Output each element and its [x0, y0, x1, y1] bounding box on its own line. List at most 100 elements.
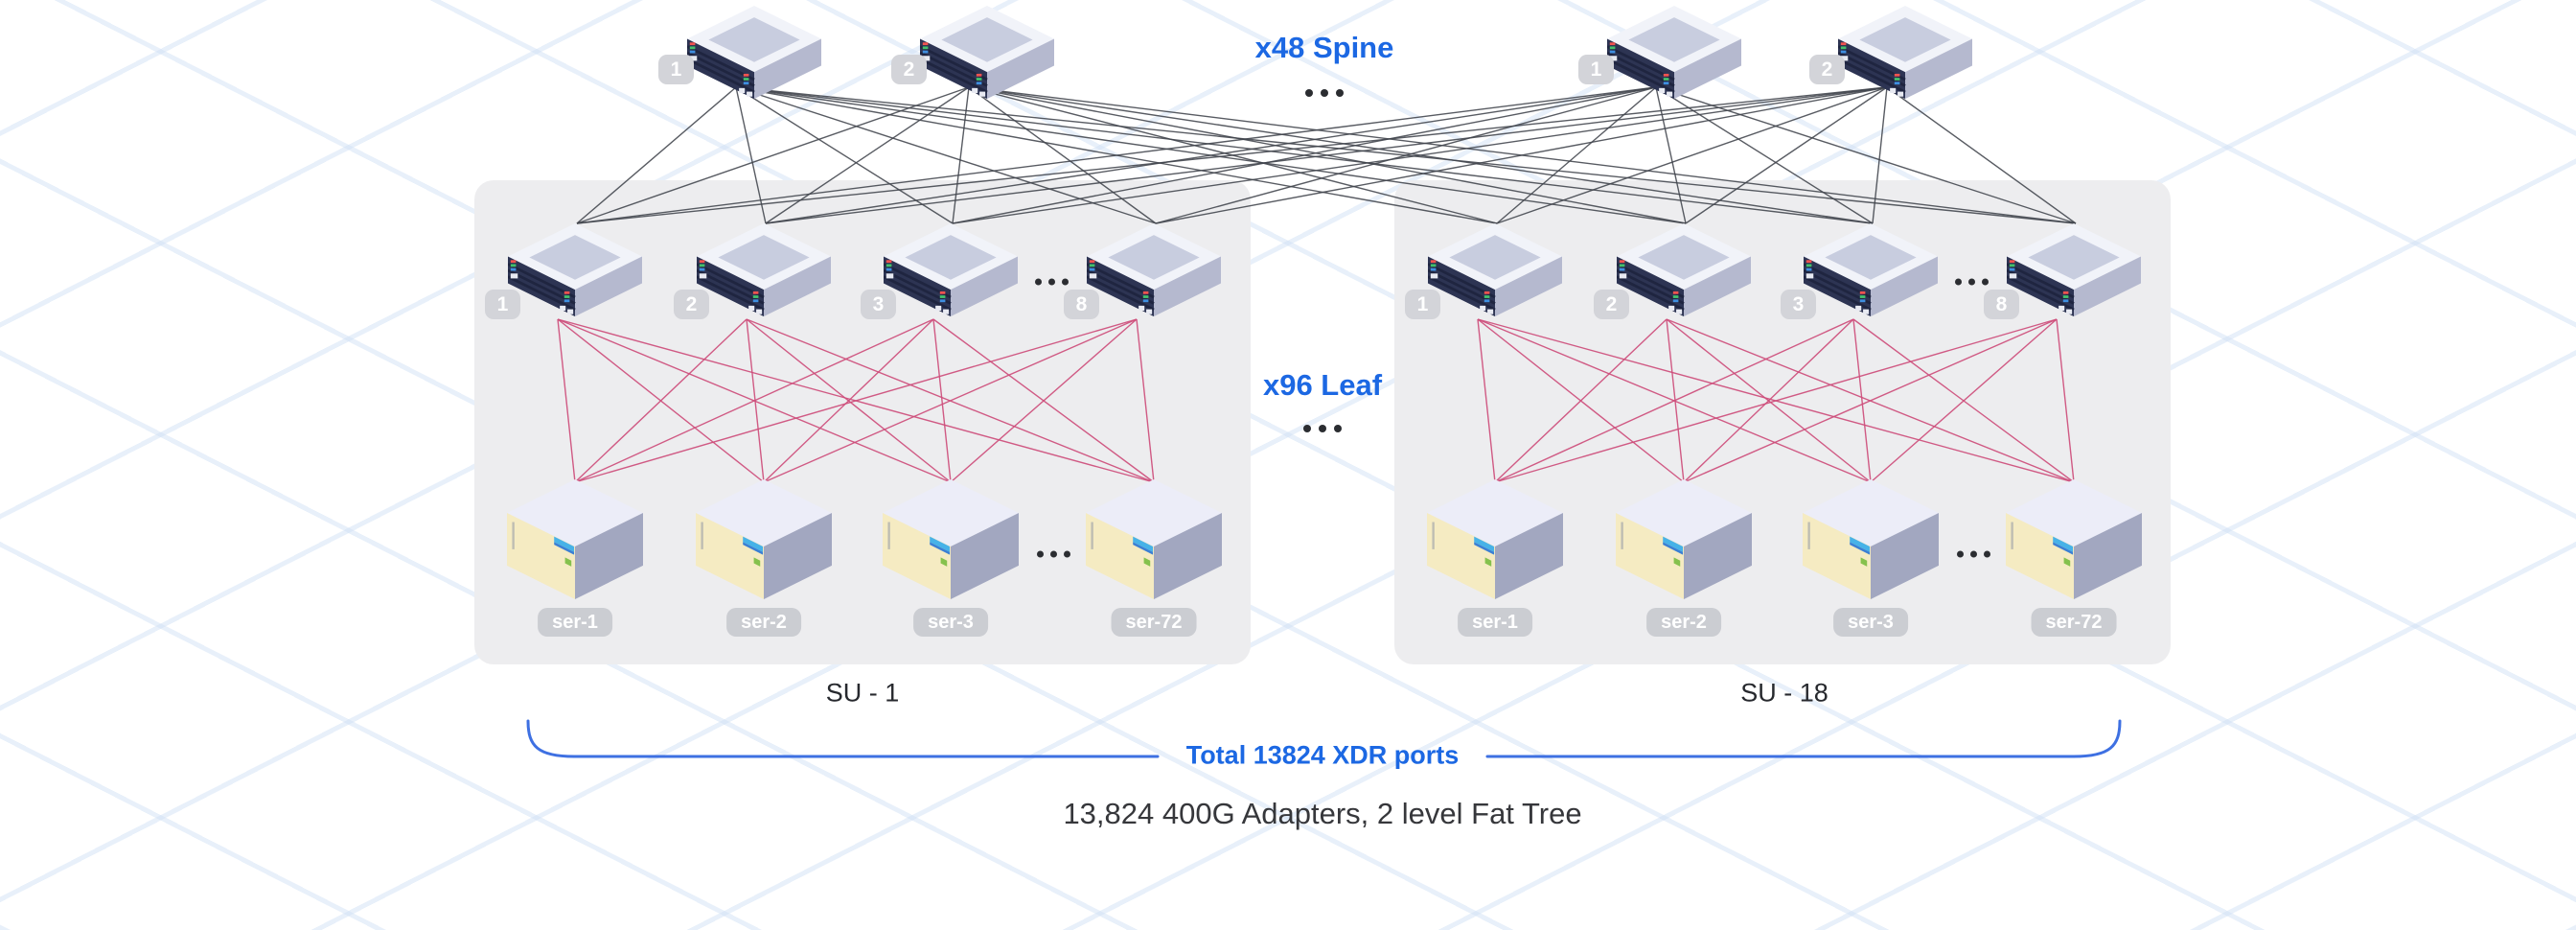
leaf-row-ellipsis-icon — [1951, 278, 1991, 286]
network-switch-icon — [687, 6, 821, 100]
switch-number-badge: 2 — [891, 55, 927, 84]
dot — [1061, 278, 1069, 286]
link-line — [1496, 86, 1657, 224]
dot — [1336, 89, 1344, 97]
bracket-path — [526, 719, 2122, 758]
link-line — [574, 318, 1138, 483]
leaf-section-ellipsis-icon — [1300, 425, 1346, 432]
link-line — [576, 86, 1657, 224]
link-line — [952, 86, 1888, 224]
dot — [1967, 278, 1975, 286]
network-switch-icon — [1087, 223, 1221, 317]
link-line — [1655, 86, 1874, 224]
switch-number-badge: 3 — [861, 290, 896, 319]
link-line — [1655, 86, 1687, 224]
dot — [1036, 550, 1044, 558]
dot — [1954, 278, 1962, 286]
switch-number-badge: 1 — [1578, 55, 1614, 84]
link-line — [1685, 86, 1888, 224]
su-caption-1: SU - 1 — [825, 678, 900, 708]
su-caption-18: SU - 18 — [1740, 678, 1828, 708]
dot — [1969, 550, 1977, 558]
network-switch-icon — [697, 223, 831, 317]
server-label-badge: ser-2 — [726, 608, 801, 637]
spine-switch-node: 1 — [658, 6, 821, 100]
link-line — [1494, 318, 2058, 483]
link-line — [763, 318, 934, 483]
server-node: ser-1 — [1427, 479, 1563, 637]
link-line — [1872, 86, 1888, 224]
link-line — [1155, 86, 1657, 224]
link-line — [1136, 318, 1155, 483]
leaf-row-ellipsis-icon — [1031, 278, 1071, 286]
switch-number-badge: 1 — [1405, 290, 1440, 319]
server-icon — [1803, 479, 1939, 599]
spine-ellipsis-icon — [1301, 89, 1347, 97]
leaf-switch-node: 3 — [861, 223, 1018, 319]
server-icon — [1086, 479, 1222, 599]
server-label-badge: ser-1 — [538, 608, 612, 637]
link-line — [735, 86, 1157, 224]
dot — [1063, 550, 1070, 558]
server-icon — [696, 479, 832, 599]
dot — [1319, 425, 1326, 432]
server-icon — [507, 479, 643, 599]
switch-number-badge: 2 — [1594, 290, 1629, 319]
dot — [1047, 278, 1055, 286]
link-line — [1655, 86, 2077, 224]
network-switch-icon — [1428, 223, 1562, 317]
spine-switch-node: 2 — [1809, 6, 1972, 100]
link-line — [1886, 86, 2077, 224]
server-row-ellipsis-icon — [1033, 550, 1073, 558]
network-switch-icon — [1838, 6, 1972, 100]
server-node: ser-1 — [507, 479, 643, 637]
dot — [1321, 89, 1328, 97]
link-line — [1155, 86, 1888, 224]
server-icon — [883, 479, 1019, 599]
server-label-badge: ser-3 — [913, 608, 988, 637]
link-line — [1494, 318, 1854, 483]
spine-switch-node: 2 — [891, 6, 1054, 100]
leaf-switch-node: 1 — [1405, 223, 1562, 319]
link-line — [1683, 318, 2058, 483]
dot — [1305, 89, 1313, 97]
server-node: ser-2 — [696, 479, 832, 637]
network-switch-icon — [1607, 6, 1741, 100]
link-line — [1494, 318, 1668, 483]
switch-number-badge: 2 — [674, 290, 709, 319]
dot — [1983, 550, 1990, 558]
link-line — [574, 318, 748, 483]
link-line — [1683, 318, 1854, 483]
link-line — [1870, 318, 2058, 483]
footer-caption: 13,824 400G Adapters, 2 level Fat Tree — [1063, 797, 1582, 830]
link-line — [576, 86, 970, 224]
server-node: ser-72 — [2006, 479, 2142, 637]
leaf-switch-node: 2 — [1594, 223, 1751, 319]
link-line — [952, 86, 1657, 224]
link-line — [1496, 86, 1888, 224]
link-line — [2056, 318, 2075, 483]
total-ports-label: Total 13824 XDR ports — [1185, 740, 1460, 770]
server-icon — [1427, 479, 1563, 599]
leaf-switch-node: 8 — [1064, 223, 1221, 319]
link-line — [576, 86, 1888, 224]
server-node: ser-72 — [1086, 479, 1222, 637]
server-row-ellipsis-icon — [1953, 550, 1993, 558]
network-switch-icon — [884, 223, 1018, 317]
link-line — [576, 86, 737, 224]
network-switch-icon — [920, 6, 1054, 100]
server-icon — [2006, 479, 2142, 599]
server-label-badge: ser-72 — [1111, 608, 1197, 637]
network-switch-icon — [2007, 223, 2141, 317]
link-line — [1477, 318, 1496, 483]
server-label-badge: ser-72 — [2031, 608, 2117, 637]
switch-number-badge: 3 — [1781, 290, 1816, 319]
switch-number-badge: 8 — [1064, 290, 1099, 319]
leaf-switch-node: 1 — [485, 223, 642, 319]
leaf-switch-node: 2 — [674, 223, 831, 319]
server-label-badge: ser-2 — [1646, 608, 1721, 637]
dot — [1303, 425, 1311, 432]
network-switch-icon — [508, 223, 642, 317]
